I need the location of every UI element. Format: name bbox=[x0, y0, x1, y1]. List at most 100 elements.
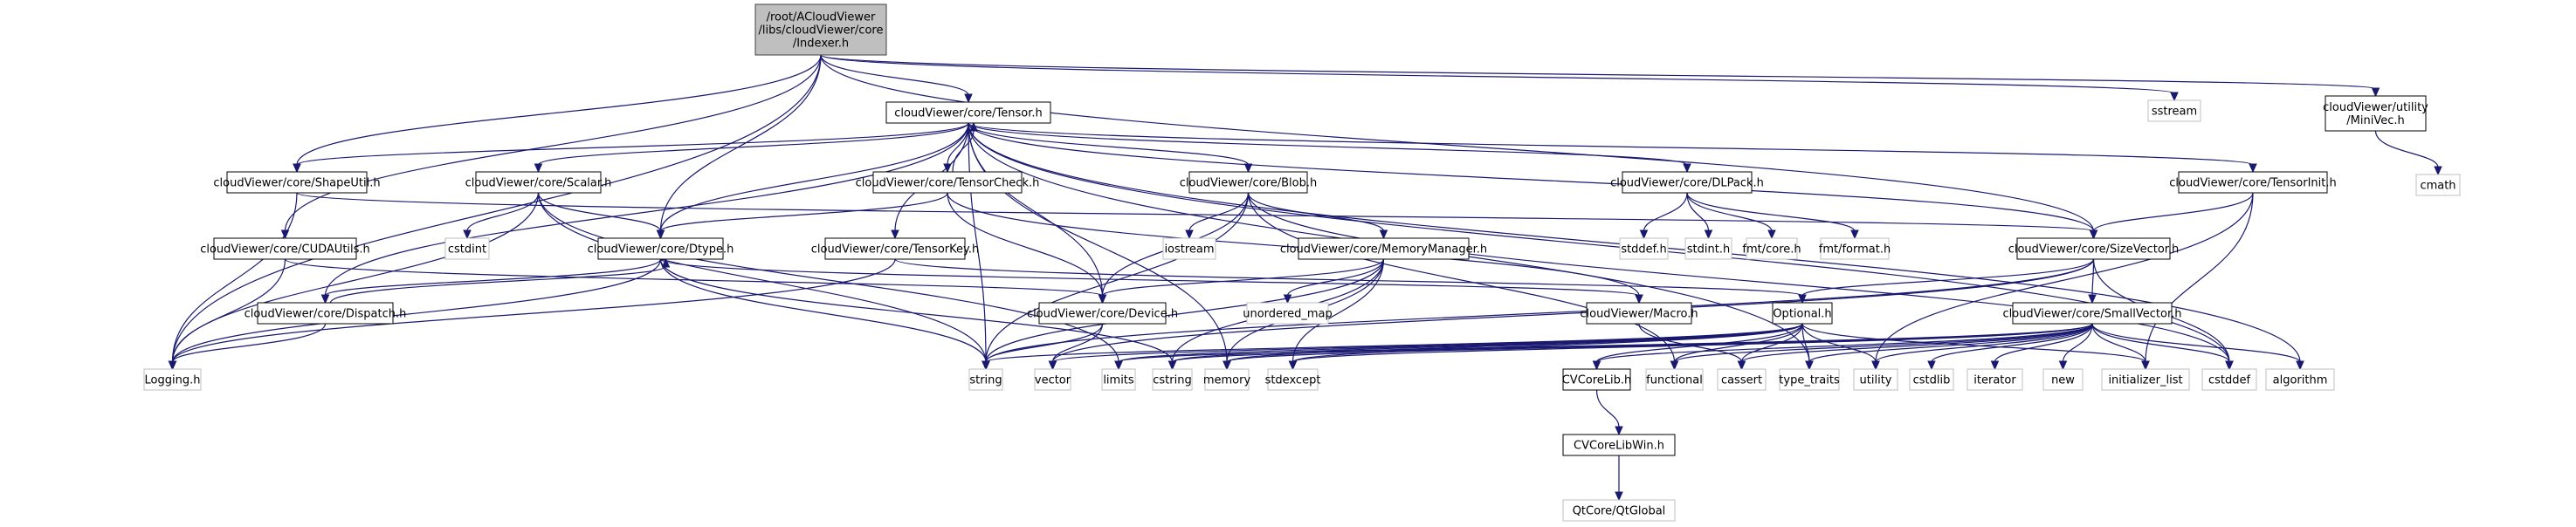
arrowhead-sizevector-to-smallvector bbox=[2088, 294, 2097, 305]
arrowhead-indexer-to-tensor bbox=[964, 93, 973, 104]
arrowhead-tensorcheck-to-tensor bbox=[969, 121, 978, 132]
edge-optional-to-stdexcept bbox=[1291, 323, 1803, 363]
edge-memorymanager-to-unordered_map bbox=[1286, 258, 1385, 297]
node-label-tensor: cloudViewer/core/Tensor.h bbox=[894, 107, 1043, 120]
arrowhead-dlpack-to-stdint_h bbox=[1704, 229, 1713, 240]
node-dlpack[interactable]: cloudViewer/core/DLPack.h bbox=[1610, 171, 1764, 194]
node-box-scalar bbox=[475, 171, 602, 194]
edge-smallvector-to-iterator bbox=[1994, 323, 2093, 363]
edge-dlpack-to-stddef_h bbox=[1643, 192, 1688, 232]
node-label-indexer: /libs/cloudViewer/core bbox=[759, 24, 884, 38]
node-box-shapeutil bbox=[226, 171, 368, 194]
arrowhead-dlpack-to-fmtformat bbox=[1850, 229, 1859, 240]
arrowhead-tensor-to-tensorkey bbox=[891, 229, 899, 240]
nodes-layer: /root/ACloudViewer/libs/cloudViewer/core… bbox=[143, 3, 2461, 522]
arrowhead-smallvector-to-cstring bbox=[1167, 360, 1177, 371]
node-label-tensorkey: cloudViewer/core/TensorKey.h bbox=[811, 243, 979, 257]
node-scalar[interactable]: cloudViewer/core/Scalar.h bbox=[465, 171, 612, 194]
node-label-functional: functional bbox=[1646, 374, 1703, 387]
node-tensorinit[interactable]: cloudViewer/core/TensorInit.h bbox=[2169, 171, 2337, 194]
node-label-shapeutil: cloudViewer/core/ShapeUtil.h bbox=[213, 177, 380, 190]
node-box-dispatch bbox=[257, 302, 394, 325]
node-box-cudautils bbox=[213, 237, 357, 260]
node-tensorkey[interactable]: cloudViewer/core/TensorKey.h bbox=[811, 237, 979, 260]
node-cvcorelib[interactable]: CVCoreLib.h bbox=[1562, 368, 1632, 391]
node-iterator: iterator bbox=[1966, 368, 2023, 391]
edge-tensorinit-to-utility bbox=[1875, 192, 2254, 363]
node-label-new: new bbox=[2051, 374, 2075, 387]
node-utility: utility bbox=[1853, 368, 1898, 391]
node-macro[interactable]: cloudViewer/Macro.h bbox=[1580, 302, 1698, 325]
edges-layer bbox=[168, 54, 2442, 502]
arrowhead-optional-to-string bbox=[981, 360, 990, 371]
node-box-functional bbox=[1645, 368, 1704, 391]
edge-memorymanager-to-string bbox=[985, 258, 1385, 363]
node-cudautils[interactable]: cloudViewer/core/CUDAUtils.h bbox=[200, 237, 370, 260]
arrowhead-tensor-to-scalar bbox=[534, 163, 543, 174]
arrowhead-tensorinit-to-sizevector bbox=[2089, 229, 2098, 240]
node-box-dtype bbox=[597, 237, 724, 260]
node-optional[interactable]: Optional.h bbox=[1772, 302, 1833, 325]
node-label-cstdint: cstdint bbox=[448, 243, 486, 257]
node-dtype[interactable]: cloudViewer/core/Dtype.h bbox=[588, 237, 734, 260]
edge-device-to-vector bbox=[1051, 323, 1104, 363]
node-minivec[interactable]: cloudViewer/utility/MiniVec.h bbox=[2323, 95, 2428, 132]
node-label-cstdlib: cstdlib bbox=[1913, 374, 1951, 387]
node-new: new bbox=[2042, 368, 2084, 391]
edge-blob-to-string bbox=[985, 192, 1250, 363]
node-sizevector[interactable]: cloudViewer/core/SizeVector.h bbox=[2008, 237, 2180, 260]
node-box-type_traits bbox=[1779, 368, 1840, 391]
edge-scalar-to-dtype bbox=[537, 192, 662, 232]
arrowhead-smallvector-to-stdexcept bbox=[1288, 360, 1298, 371]
node-label-memory: memory bbox=[1203, 374, 1251, 387]
node-box-vector bbox=[1034, 368, 1071, 391]
node-memory: memory bbox=[1203, 368, 1251, 391]
node-tensor[interactable]: cloudViewer/core/Tensor.h bbox=[885, 101, 1051, 124]
node-smallvector[interactable]: cloudViewer/core/SmallVector.h bbox=[2002, 302, 2182, 325]
edge-blob-to-cstddef bbox=[1247, 192, 2230, 363]
node-box-cvcorelibwin bbox=[1562, 434, 1676, 456]
node-box-string bbox=[968, 368, 1003, 391]
edge-indexer-to-minivec bbox=[820, 54, 2377, 90]
edge-indexer-to-shapeutil bbox=[296, 54, 822, 166]
node-cvcorelibwin[interactable]: CVCoreLibWin.h bbox=[1562, 434, 1676, 456]
edge-tensor-to-string bbox=[968, 122, 987, 363]
edge-optional-to-utility bbox=[1801, 323, 1877, 363]
node-tensorcheck[interactable]: cloudViewer/core/TensorCheck.h bbox=[856, 171, 1040, 194]
edge-smallvector-to-utility bbox=[1875, 323, 2093, 363]
node-memorymanager[interactable]: cloudViewer/core/MemoryManager.h bbox=[1280, 237, 1487, 260]
arrowhead-smallvector-to-memory bbox=[1223, 360, 1231, 371]
node-box-stdint_h bbox=[1684, 237, 1732, 260]
edge-smallvector-to-functional bbox=[1673, 323, 2093, 363]
node-box-fmtformat bbox=[1820, 237, 1890, 260]
node-blob[interactable]: cloudViewer/core/Blob.h bbox=[1180, 171, 1317, 194]
node-box-tensorkey bbox=[824, 237, 966, 260]
edge-smallvector-to-type_traits bbox=[1808, 323, 2093, 363]
edge-sizevector-to-vector bbox=[1051, 258, 2095, 363]
edge-scalar-to-cstdint bbox=[466, 192, 540, 232]
node-label-minivec: cloudViewer/utility bbox=[2323, 101, 2428, 114]
node-label-indexer: /root/ACloudViewer bbox=[767, 11, 876, 24]
node-box-stdexcept bbox=[1267, 368, 1319, 391]
node-label-cmath: cmath bbox=[2420, 180, 2455, 193]
edge-tensor-to-scalar bbox=[537, 122, 969, 166]
node-device[interactable]: cloudViewer/core/Device.h bbox=[1027, 302, 1178, 325]
node-box-limits bbox=[1101, 368, 1136, 391]
node-fmtformat: fmt/format.h bbox=[1819, 237, 1891, 260]
node-box-memorymanager bbox=[1298, 237, 1470, 260]
node-label-sstream: sstream bbox=[2152, 106, 2197, 119]
node-box-stddef_h bbox=[1619, 237, 1669, 260]
node-shapeutil[interactable]: cloudViewer/core/ShapeUtil.h bbox=[213, 171, 381, 194]
node-box-indexer bbox=[754, 3, 887, 56]
edge-cudautils-to-device bbox=[284, 258, 1104, 297]
edge-tensor-to-memory bbox=[968, 122, 1228, 363]
node-box-logging bbox=[143, 368, 202, 391]
edge-indexer-to-dtype bbox=[659, 54, 822, 232]
node-label-optional: Optional.h bbox=[1773, 308, 1831, 321]
arrowhead-dtype-to-macro bbox=[1635, 294, 1643, 305]
node-label-unordered_map: unordered_map bbox=[1243, 308, 1333, 321]
node-sstream: sstream bbox=[2147, 99, 2201, 122]
node-dispatch[interactable]: cloudViewer/core/Dispatch.h bbox=[245, 302, 407, 325]
node-indexer[interactable]: /root/ACloudViewer/libs/cloudViewer/core… bbox=[754, 3, 887, 56]
